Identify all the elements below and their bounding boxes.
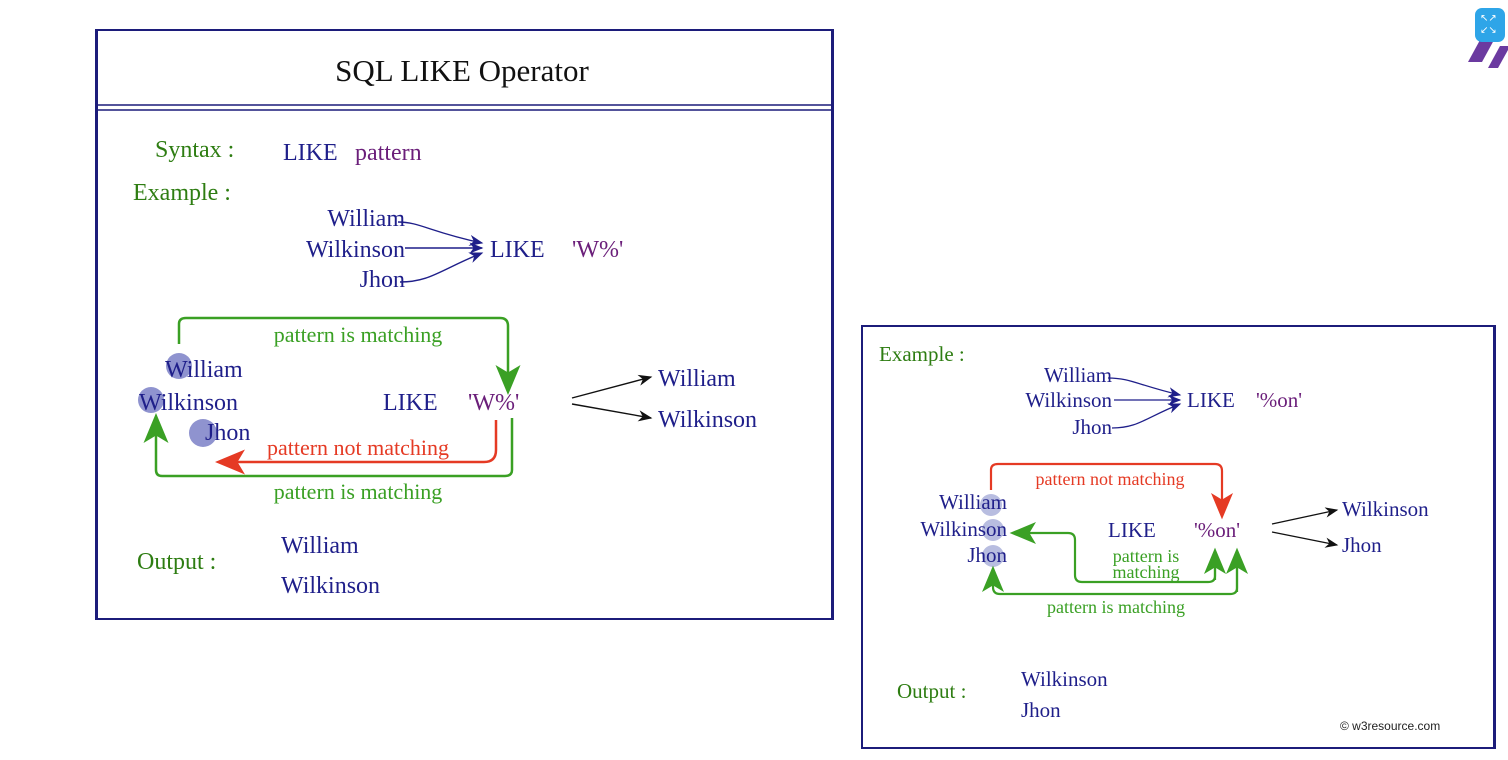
match-dot <box>166 353 192 379</box>
expand-icon: ↙↘ <box>1480 25 1497 36</box>
result-arrow <box>1271 507 1339 525</box>
corner-ribbon <box>1468 40 1494 62</box>
not-match-label: pattern not matching <box>1036 469 1185 489</box>
copyright-text: © w3resource.com <box>1340 719 1441 733</box>
like-keyword: LIKE <box>1187 388 1235 412</box>
converge-arrow <box>397 221 484 246</box>
example-input: Wilkinson <box>1025 388 1112 412</box>
output-label: Output : <box>897 679 966 703</box>
not-match-arrow <box>989 462 1233 520</box>
expand-icon: ↖↗ <box>1480 13 1497 24</box>
result-arrow <box>571 403 653 422</box>
match-dot <box>138 387 164 413</box>
match-loop-arrow <box>177 316 521 395</box>
like-keyword: LIKE <box>490 237 545 263</box>
result-arrow <box>1271 531 1339 548</box>
match-label: pattern is matching <box>1047 597 1185 617</box>
example-label: Example : <box>879 342 965 366</box>
match-inner-label: matching <box>1113 562 1180 582</box>
result-name: William <box>658 366 736 392</box>
diagram-title: SQL LIKE Operator <box>335 53 589 88</box>
not-match-arrow <box>215 420 498 475</box>
result-name: Jhon <box>1342 533 1382 557</box>
like-keyword: LIKE <box>383 390 438 416</box>
output-value: Wilkinson <box>281 573 380 599</box>
syntax-label: Syntax : <box>155 137 234 163</box>
match-label: pattern is matching <box>274 479 443 504</box>
example-input: Wilkinson <box>306 237 405 263</box>
output-value: William <box>281 533 359 559</box>
example-input: William <box>1044 363 1112 387</box>
match-inner-arrow <box>1009 522 1217 584</box>
example-input: William <box>327 206 405 232</box>
output-value: Jhon <box>1021 698 1061 722</box>
like-pattern: '%on' <box>1194 518 1240 542</box>
example-input: Jhon <box>360 267 405 293</box>
match-loop-arrow <box>143 413 514 478</box>
like-pattern: 'W%' <box>572 237 623 263</box>
match-dot <box>980 494 1002 516</box>
diagram-name: Wilkinson <box>139 390 238 416</box>
result-arrow <box>571 374 653 399</box>
mismatch-dot <box>189 419 217 447</box>
like-pattern: '%on' <box>1256 388 1302 412</box>
output-label: Output : <box>137 549 216 575</box>
like-pattern: 'W%' <box>468 390 519 416</box>
right-diagram-panel <box>861 325 1496 749</box>
example-input: Jhon <box>1072 415 1112 439</box>
diagram-name: Wilkinson <box>920 517 1007 541</box>
syntax-pattern: pattern <box>355 140 422 166</box>
match-label: pattern is matching <box>274 322 443 347</box>
match-inner-label: pattern is <box>1113 546 1179 566</box>
diagram-name: William <box>165 357 243 383</box>
expand-button[interactable]: ↖↗ ↙↘ <box>1475 8 1505 42</box>
not-match-label: pattern not matching <box>267 435 449 460</box>
diagram-name: William <box>939 490 1007 514</box>
diagram-name: Jhon <box>967 543 1007 567</box>
match-dot <box>982 519 1004 541</box>
match-dot <box>982 545 1004 567</box>
converge-arrow <box>399 252 484 283</box>
diagram-name: Jhon <box>205 420 250 446</box>
like-keyword: LIKE <box>1108 518 1156 542</box>
converge-arrow <box>1111 403 1182 429</box>
syntax-like: LIKE <box>283 140 338 166</box>
left-diagram-panel <box>95 29 834 620</box>
output-value: Wilkinson <box>1021 667 1108 691</box>
example-label: Example : <box>133 180 231 206</box>
converge-arrow <box>1107 377 1182 398</box>
result-name: Wilkinson <box>658 407 757 433</box>
result-name: Wilkinson <box>1342 497 1429 521</box>
corner-ribbon <box>1488 46 1508 68</box>
